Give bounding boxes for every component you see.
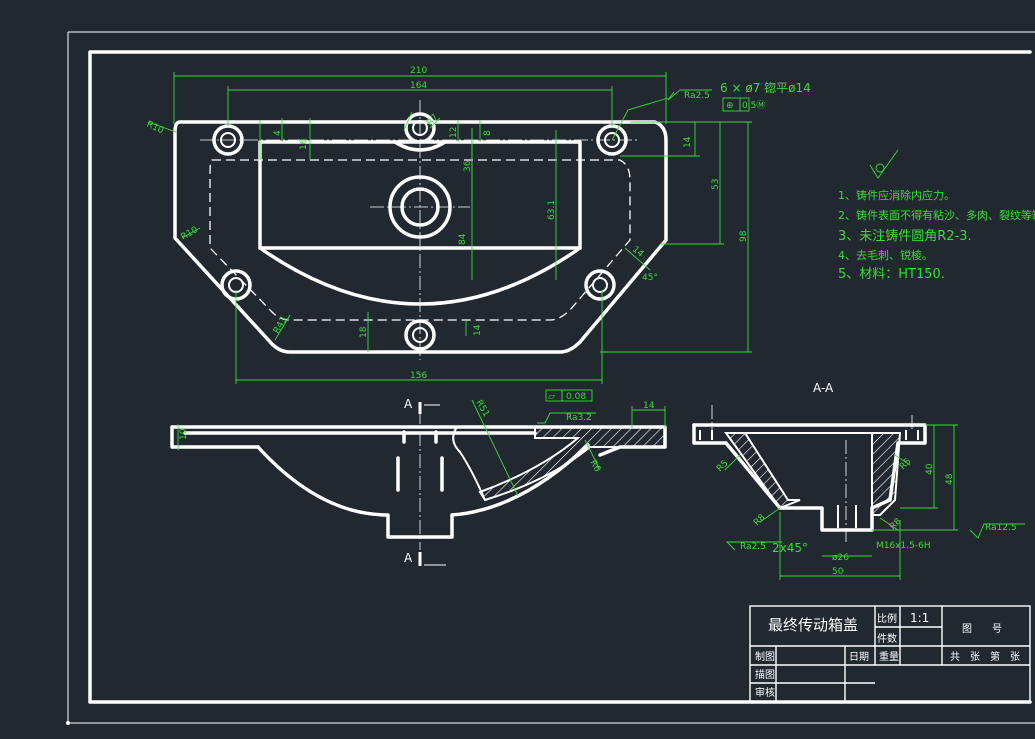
svg-text:16: 16 xyxy=(299,138,309,150)
svg-text:3、未注铸件圆角R2-3.: 3、未注铸件圆角R2-3. xyxy=(838,228,972,244)
svg-text:A: A xyxy=(404,397,413,411)
svg-text:R5: R5 xyxy=(715,459,731,475)
svg-text:⊕: ⊕ xyxy=(726,101,734,111)
svg-text:比例: 比例 xyxy=(877,612,897,625)
svg-text:▱: ▱ xyxy=(548,392,555,402)
svg-text:R43: R43 xyxy=(272,315,290,335)
svg-text:2、铸件表面不得有粘沙、多肉、裂纹等缺陷。: 2、铸件表面不得有粘沙、多肉、裂纹等缺陷。 xyxy=(838,208,1035,222)
top-view xyxy=(173,100,668,360)
svg-text:210: 210 xyxy=(410,66,427,76)
svg-text:12: 12 xyxy=(449,127,459,138)
sheet-border xyxy=(66,31,1035,725)
svg-text:重量: 重量 xyxy=(879,650,899,663)
svg-text:A-A: A-A xyxy=(813,381,834,395)
svg-text:M16x1.5-6H: M16x1.5-6H xyxy=(876,541,931,551)
svg-text:日期: 日期 xyxy=(849,651,869,663)
svg-text:14: 14 xyxy=(473,324,483,336)
section-view-dimensions: R5 R8 R8 R5 40 48 Ra12.5 Ra2.5 2x45° ø26… xyxy=(715,424,1025,580)
svg-text:5、材料：HT150.: 5、材料：HT150. xyxy=(838,267,945,282)
svg-text:53: 53 xyxy=(711,179,721,190)
svg-text:R6: R6 xyxy=(587,459,602,475)
svg-text:63.1: 63.1 xyxy=(547,200,557,220)
svg-text:2x45°: 2x45° xyxy=(772,541,808,555)
svg-text:共 张 第 张: 共 张 第 张 xyxy=(950,650,1020,663)
svg-text:Ra3.2: Ra3.2 xyxy=(566,413,592,423)
svg-text:164: 164 xyxy=(410,81,427,91)
svg-text:4、去毛刺、锐棱。: 4、去毛刺、锐棱。 xyxy=(838,248,933,262)
svg-text:36: 36 xyxy=(463,160,473,172)
svg-text:R10: R10 xyxy=(145,120,166,137)
svg-text:98: 98 xyxy=(739,230,749,242)
svg-text:R10: R10 xyxy=(180,225,201,243)
svg-text:0.08: 0.08 xyxy=(566,392,586,402)
svg-text:最终传动箱盖: 最终传动箱盖 xyxy=(768,616,858,634)
hole-callout: Ra2.5 6 × ø7 锪平ø14 ⊕ 0.5Ⓜ xyxy=(667,80,811,112)
top-view-dimension-text: 210 164 R10 R10 R43 R7 8 12 14 16 4 36 8… xyxy=(145,66,749,381)
svg-text:0.5Ⓜ: 0.5Ⓜ xyxy=(742,100,765,111)
front-view-dimensions: 10 R51 R6 ▱ 0.08 Ra3.2 14 xyxy=(177,389,666,497)
svg-text:1:1: 1:1 xyxy=(910,611,929,625)
svg-text:50: 50 xyxy=(832,567,844,577)
top-view-dimensions xyxy=(147,72,752,384)
svg-text:Ra12.5: Ra12.5 xyxy=(985,523,1017,533)
svg-text:A: A xyxy=(404,551,413,565)
svg-text:156: 156 xyxy=(410,371,427,381)
svg-text:审核: 审核 xyxy=(755,686,775,699)
svg-text:R8: R8 xyxy=(752,512,768,528)
section-view-a-a xyxy=(692,405,927,545)
svg-text:Ra2.5: Ra2.5 xyxy=(684,91,710,101)
svg-text:84: 84 xyxy=(458,233,468,245)
front-view: A A xyxy=(170,397,667,566)
svg-text:图 号: 图 号 xyxy=(962,623,1002,635)
general-notes: 1、铸件应消除内应力。 2、铸件表面不得有粘沙、多肉、裂纹等缺陷。 3、未注铸件… xyxy=(838,149,1035,282)
svg-text:件数: 件数 xyxy=(877,632,897,645)
svg-text:10: 10 xyxy=(179,428,189,440)
svg-text:8: 8 xyxy=(483,130,493,136)
svg-text:1、铸件应消除内应力。: 1、铸件应消除内应力。 xyxy=(838,188,955,202)
svg-text:40: 40 xyxy=(925,463,935,475)
svg-text:14: 14 xyxy=(630,245,645,260)
svg-text:ø26: ø26 xyxy=(832,553,849,563)
svg-text:18: 18 xyxy=(359,326,369,338)
svg-text:Ra2.5: Ra2.5 xyxy=(740,542,766,552)
svg-text:48: 48 xyxy=(945,473,955,485)
svg-text:4: 4 xyxy=(273,130,283,136)
svg-text:描图: 描图 xyxy=(755,668,775,681)
svg-text:14: 14 xyxy=(643,401,655,411)
svg-text:45°: 45° xyxy=(642,273,658,283)
svg-text:制图: 制图 xyxy=(755,650,775,663)
title-block: 最终传动箱盖 比例 1:1 件数 图 号 制图 日期 重量 共 张 第 张 描图… xyxy=(749,605,1031,703)
svg-text:14: 14 xyxy=(683,136,693,148)
svg-text:6 × ø7 锪平ø14: 6 × ø7 锪平ø14 xyxy=(720,80,811,95)
